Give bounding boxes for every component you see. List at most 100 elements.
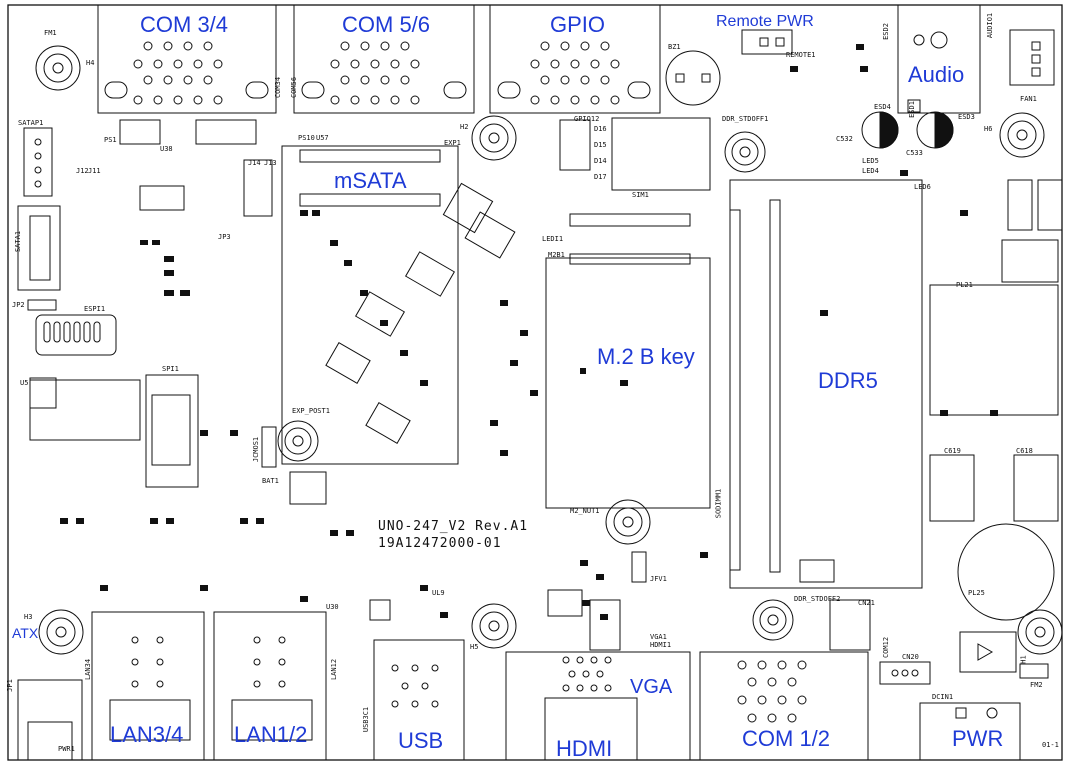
power-inductors <box>929 179 1063 522</box>
mount-hole-fm1 <box>35 45 81 91</box>
label-ddr5: DDR5 <box>818 368 878 393</box>
silk-c533: C533 <box>906 149 923 157</box>
label-lan34: LAN3/4 <box>110 722 184 747</box>
com56-connector <box>293 4 475 114</box>
pl25-capacitor <box>957 523 1055 621</box>
msata-slot <box>281 145 459 465</box>
satap1-header <box>23 127 53 197</box>
silk-esd4: ESD4 <box>874 103 891 111</box>
remote-pwr-header <box>741 29 793 55</box>
silk-jp1: JP1 <box>5 679 14 692</box>
silk-remote1: REMOTE1 <box>786 51 816 59</box>
silk-d15: D15 <box>594 141 607 149</box>
silk-h6: H6 <box>984 125 993 133</box>
silk-bz1: BZ1 <box>668 43 681 51</box>
mount-hole-h5 <box>471 603 517 649</box>
buzzer <box>665 50 721 106</box>
silk-gpio12: GPIO12 <box>574 115 600 123</box>
silk-lan34: LAN34 <box>84 658 93 681</box>
lan34-connector <box>91 611 205 761</box>
silk-led4: LED4 <box>862 167 879 175</box>
mount-hole-h3 <box>38 609 84 655</box>
jfv1-header <box>631 551 647 583</box>
silk-cn20: CN20 <box>902 653 919 661</box>
capacitor-c533 <box>916 111 954 149</box>
silk-u5: U5 <box>20 379 29 387</box>
ddr5-slot <box>729 179 923 589</box>
silk-j12: J12 <box>76 167 89 175</box>
label-com56: COM 5/6 <box>342 12 431 37</box>
silk-esd1: ESD1 <box>907 101 916 118</box>
mount-hole-ddr-stdoff1 <box>724 131 766 173</box>
gpio-connector <box>489 4 661 114</box>
silk-m2b1: M2B1 <box>548 251 565 259</box>
silk-c619: C619 <box>944 447 961 455</box>
silk-exp-post1: EXP_POST1 <box>292 407 330 415</box>
silk-exp1: EXP1 <box>444 139 461 147</box>
jcmos1-header <box>261 426 277 468</box>
silk-jcmos1: JCMOS1 <box>252 436 261 463</box>
mount-hole-h1 <box>1017 609 1063 655</box>
mount-hole-h6 <box>999 112 1045 158</box>
silk-fan1: FAN1 <box>1020 95 1037 103</box>
silk-d17: D17 <box>594 173 607 181</box>
silk-sodimm1: SODIMM1 <box>714 488 723 519</box>
u5-chip <box>29 377 57 409</box>
silk-h3: H3 <box>24 613 33 621</box>
com34-connector <box>97 4 277 114</box>
silk-m2-nut1: M2_NUT1 <box>570 507 600 515</box>
com12-connector <box>699 651 869 761</box>
silk-pl25: PL25 <box>968 589 985 597</box>
silk-usb3c1: USB3C1 <box>362 706 371 733</box>
battery-holder <box>289 471 327 505</box>
label-remote-pwr: Remote PWR <box>716 13 814 30</box>
revision-line2: 19A12472000-01 <box>378 536 502 551</box>
revision-line1: UNO-247_V2 Rev.A1 <box>378 519 529 534</box>
silk-ledi1: LEDI1 <box>542 235 564 243</box>
label-atx: ATX <box>12 625 39 641</box>
silk-ddr-stdoff2: DDR_STDOFF2 <box>794 595 841 603</box>
silk-j13: J13 <box>264 159 277 167</box>
silk-h1: H1 <box>1019 655 1028 664</box>
silk-led5: LED5 <box>862 157 879 165</box>
fan-header <box>1009 29 1055 86</box>
mount-hole-h2 <box>471 115 517 161</box>
silk-fm2: FM2 <box>1030 681 1043 689</box>
label-hdmi: HDMI <box>556 736 613 761</box>
silk-jp2: JP2 <box>12 301 25 309</box>
m2-slot <box>545 213 711 509</box>
silk-esd2: ESD2 <box>881 23 890 40</box>
label-pwr: PWR <box>952 726 1004 751</box>
silk-cn21: CN21 <box>858 599 875 607</box>
sata1-connector <box>17 205 61 291</box>
silk-ul9: UL9 <box>432 589 445 597</box>
espi1-header <box>35 314 117 356</box>
mount-hole-ddr-stdoff2 <box>752 599 794 641</box>
silk-sim1: SIM1 <box>632 191 649 199</box>
label-gpio: GPIO <box>550 12 606 37</box>
silk-u38: U38 <box>160 145 173 153</box>
fm2-fiducial <box>1019 663 1049 679</box>
sim-socket <box>611 117 711 191</box>
silk-satap1: SATAP1 <box>18 119 44 127</box>
cn20-header <box>879 661 931 685</box>
silk-jp3: JP3 <box>218 233 231 241</box>
silk-ps10: PS10 <box>298 134 315 142</box>
label-com34: COM 3/4 <box>140 12 229 37</box>
silk-lan12: LAN12 <box>330 658 339 681</box>
silk-h5: H5 <box>470 643 479 651</box>
pwr1-button <box>17 679 83 761</box>
spi1-socket <box>145 374 199 488</box>
silk-d14: D14 <box>594 157 607 165</box>
usb-connector <box>373 639 465 761</box>
label-lan12: LAN1/2 <box>234 722 308 747</box>
mount-hole-m2-nut1 <box>605 499 651 545</box>
silk-u30: U30 <box>326 603 339 611</box>
lan12-connector <box>213 611 327 761</box>
smd-pads <box>60 44 998 620</box>
board-outline <box>7 4 1063 761</box>
smd-outlines <box>29 119 871 651</box>
silk-sata1: SATA1 <box>14 230 23 253</box>
label-vga: VGA <box>630 676 673 698</box>
